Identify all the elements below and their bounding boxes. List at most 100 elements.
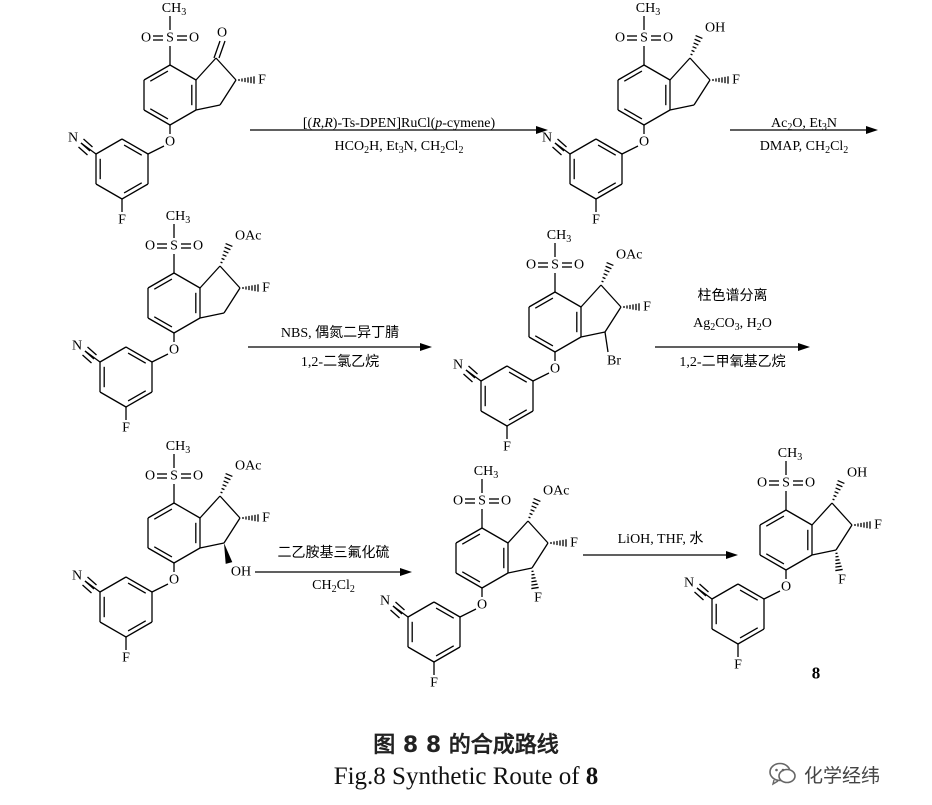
nitrile-bond [557,138,567,148]
bond [481,572,509,589]
nitrile-nitrogen: N [72,339,82,354]
hashed-bond [223,250,229,254]
bond [617,109,645,126]
methyl-text: CH [547,228,566,243]
fluorine-atom: F [570,536,578,551]
sulfur-atom: S [551,258,559,273]
arrow-head [400,568,412,576]
reagent-above-2: Ag2CO3, H2O [693,316,772,333]
bond [480,410,508,427]
bond [127,620,147,632]
hashed-bond [225,242,233,248]
bond [597,144,617,156]
figure-title-cn: 图 8 8 的合成路线 [373,733,559,758]
methyl-label: CH3 [778,446,802,463]
bond [835,524,853,551]
hashed-bond [532,501,539,506]
bond [123,182,143,194]
bond [831,502,853,526]
hashed-bond [692,46,697,49]
condition-fragment: 2 [364,145,369,156]
ether-oxygen: O [639,135,649,150]
condition-fragment: CH [312,578,331,593]
nitrile-bond [82,354,92,364]
arrow-head [726,551,738,559]
bond [99,576,127,593]
hashed-bond [605,265,612,270]
condition-fragment: 1,2-二氯乙烷 [301,354,379,370]
sulfonyl-oxygen: O [757,476,767,491]
nitrile-nitrogen: N [380,594,390,609]
nitrile-bond [694,591,704,601]
bond [173,502,201,519]
bond [508,409,528,421]
reagent-below: 1,2-二氯乙烷 [301,354,379,370]
bond [765,553,785,565]
condition-fragment: Cl [830,139,843,154]
hashed-bond [224,476,231,481]
nitrile-nitrogen: N [542,131,552,146]
condition-fragment: p [434,116,442,131]
bond [149,108,169,120]
bond [455,527,483,544]
bond [461,533,481,545]
bond [739,589,759,601]
condition-fragment: 2 [825,145,830,156]
bond [147,502,175,519]
bond [785,554,813,571]
fluorine-atom: F [643,300,651,315]
bond [532,372,550,382]
hydroxyl-group: OH [847,466,867,481]
condition-fragment: CO [715,316,734,331]
nitrile-bond [87,346,97,356]
arrow-head [798,343,810,351]
bond [125,576,153,593]
bond [169,64,197,81]
sulfur-atom: S [170,469,178,484]
methyl-subscript: 3 [181,7,186,18]
ether-oxygen: O [781,580,791,595]
hashed-bond [690,53,693,56]
bond [506,410,534,427]
hashed-bond [225,472,233,478]
condition-fragment: 3 [822,122,827,133]
methyl-text: CH [778,446,797,461]
bond [173,317,201,334]
fluorine-atom: F [734,658,742,673]
hashed-bond [220,261,223,264]
hashed-bond [221,257,225,261]
sulfur-atom: S [170,239,178,254]
condition-fragment: N, CH [404,139,441,154]
acetoxy-group: OAc [616,248,642,263]
reagent-below: HCO2H, Et3N, CH2Cl2 [335,139,464,156]
hashed-bond [224,246,231,251]
nitrile-bond [87,576,97,586]
bond [125,391,153,408]
nitrile-nitrogen: N [684,576,694,591]
bond [153,316,173,328]
condition-fragment: Cl [445,139,458,154]
bond [595,183,623,200]
reagent-above: NBS, 偶氮二异丁腈 [281,325,399,341]
bond [215,57,237,81]
condition-fragment: 3 [399,145,404,156]
bond [99,621,127,638]
bond [569,183,597,200]
figure-title-en-number: 8 [585,763,599,790]
hydroxyl-group: OH [231,565,251,580]
bond [151,583,169,593]
nitrile-bond [78,146,88,156]
nitrile-bond [465,369,476,379]
ether-oxygen: O [169,573,179,588]
fluorine-atom: F [503,440,511,455]
reaction-step-1: [(R,R)-Ts-DPEN]RuCl(p-cymene)HCO2H, Et3N… [250,116,548,156]
arrow-head [536,126,548,134]
hashed-bond [222,484,227,487]
bond [534,297,554,309]
bromine-atom: Br [607,354,621,369]
bond [737,628,765,645]
ether-oxygen: O [169,343,179,358]
bond [507,520,529,544]
hashed-bond [529,512,533,516]
